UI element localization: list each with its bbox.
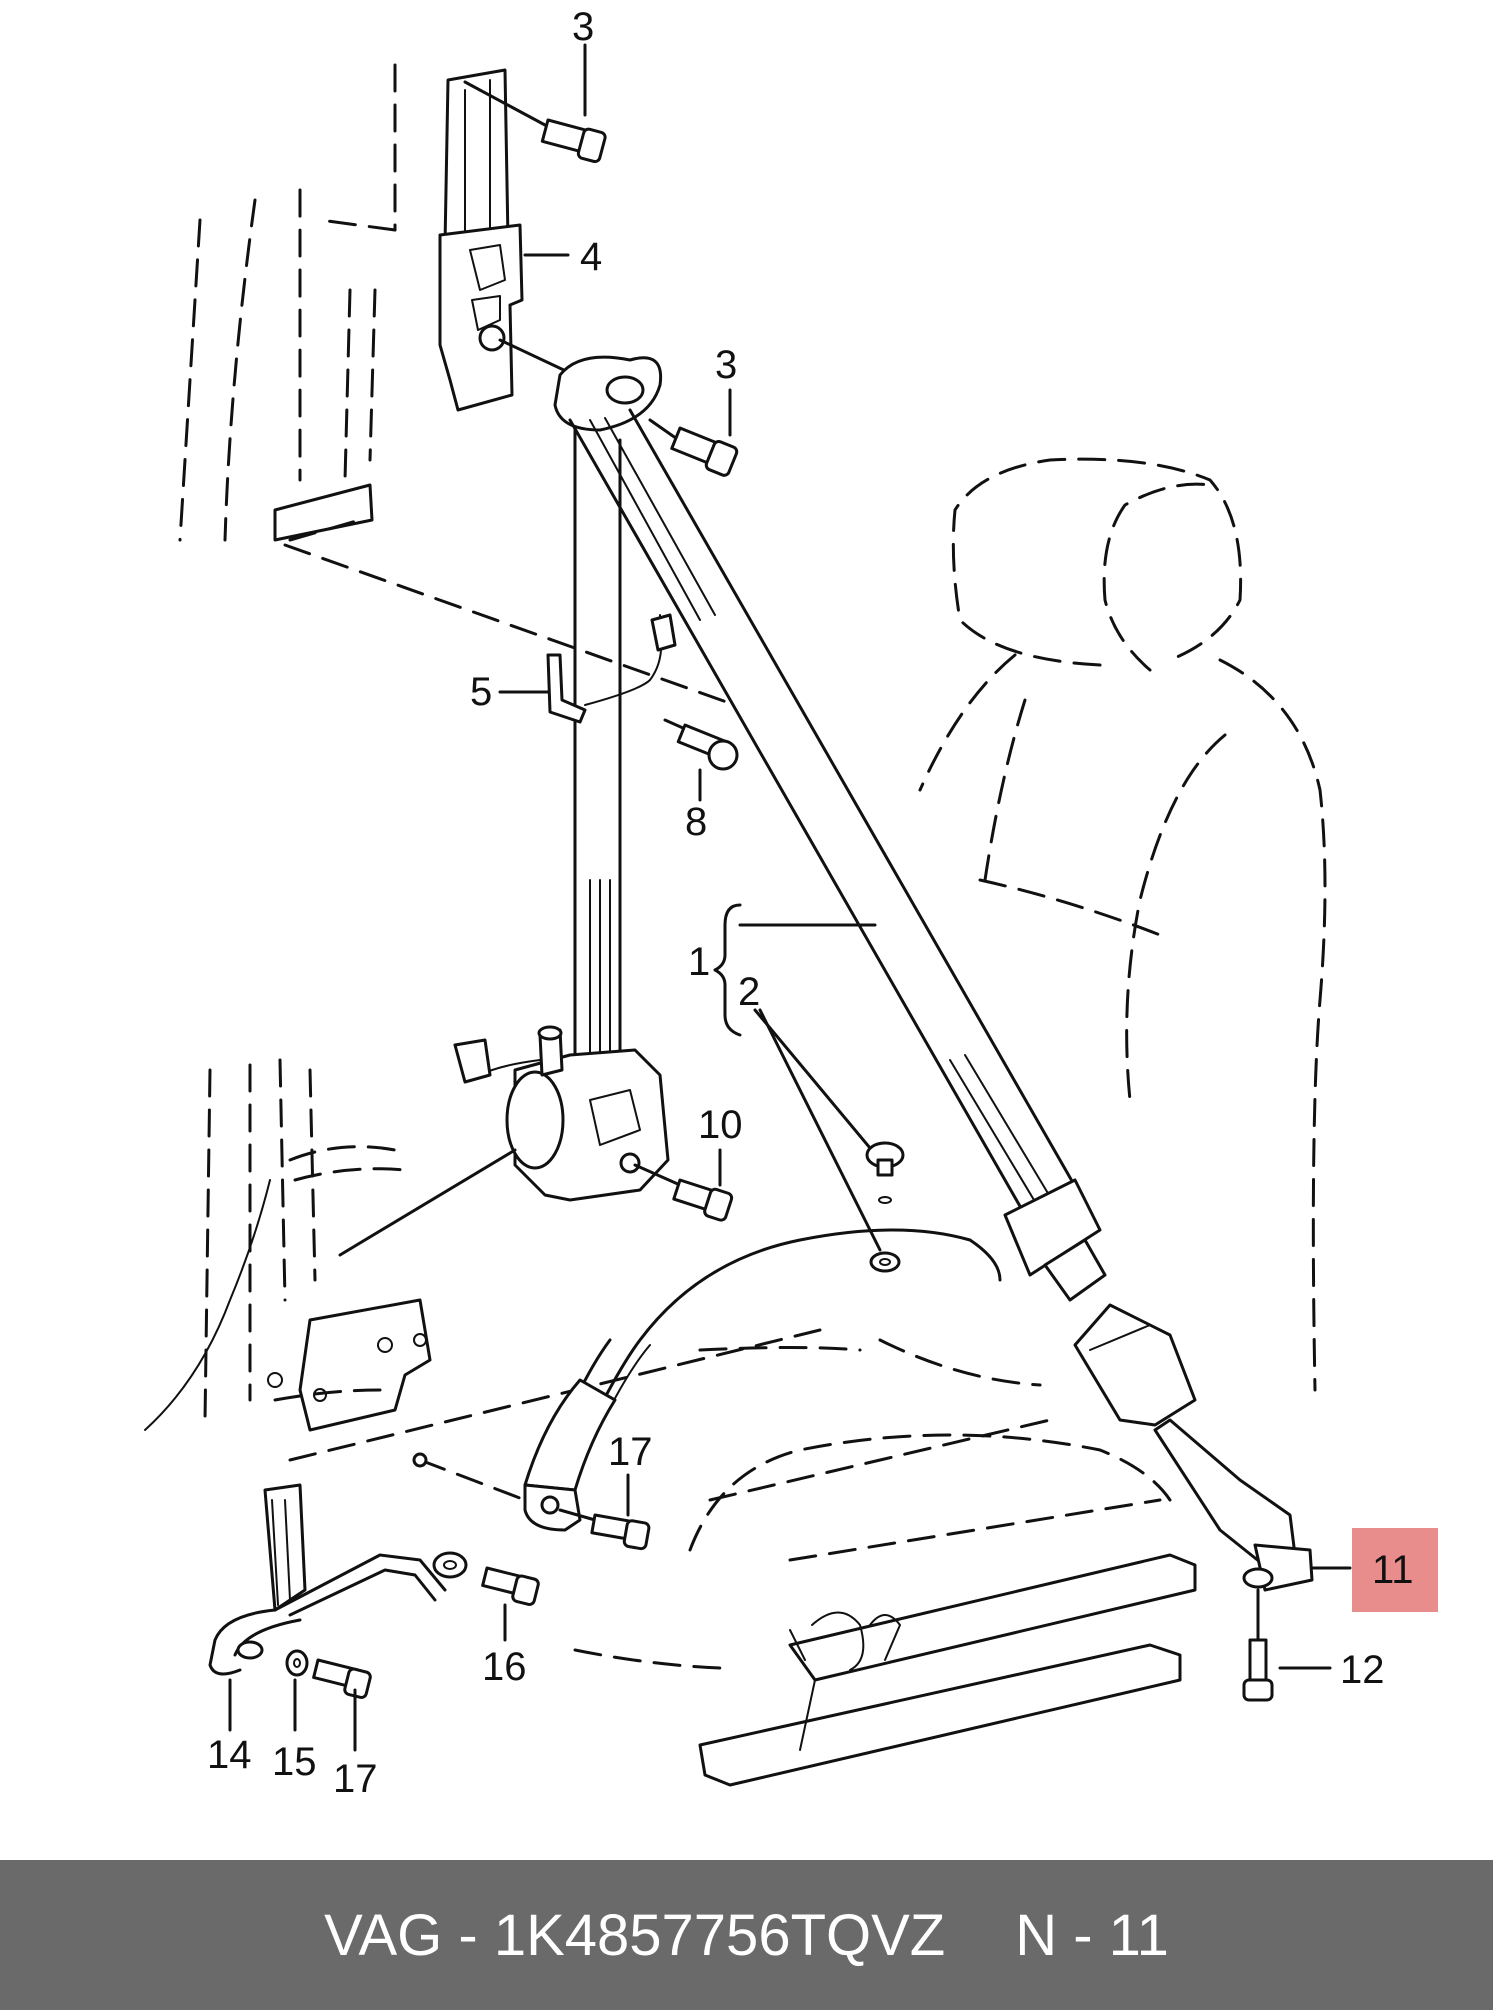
- callout-17-upper: 17: [608, 1430, 653, 1474]
- seat-outline: [288, 457, 1327, 1670]
- callout-17-lower: 17: [333, 1757, 378, 1801]
- lower-belt-strap: [412, 1228, 1002, 1532]
- leader-lines: [228, 43, 732, 1752]
- callout-9: 8: [685, 800, 707, 844]
- bracket-1: [713, 903, 877, 1037]
- callout-11: 11: [1372, 1548, 1414, 1592]
- body-pillar-outline: [178, 63, 737, 707]
- belt-webbing-diagonal: [568, 408, 1082, 1217]
- seat-rail: [698, 1553, 1197, 1787]
- callout-4: 4: [580, 235, 602, 279]
- footer-bar: VAG - 1K4857756TQVZ N - 11: [0, 1860, 1493, 2010]
- body-lower-outline: [144, 1058, 517, 1432]
- footer-reference: N - 11: [1015, 1902, 1169, 1968]
- bolt-12: [1242, 1588, 1332, 1702]
- buckle-assembly: [1073, 1303, 1352, 1592]
- screw-17-upper: [558, 1473, 651, 1551]
- lower-anchor-bar: [208, 1483, 468, 1676]
- callout-16: 16: [482, 1645, 527, 1689]
- callout-5: 3: [572, 5, 594, 49]
- belt-tongue: [1003, 1178, 1107, 1302]
- callout-14: 14: [207, 1733, 252, 1777]
- belt-retractor: [453, 1025, 682, 1202]
- washer-15: [285, 1649, 309, 1677]
- callout-3: 3: [715, 343, 737, 387]
- callout-15: 15: [272, 1740, 317, 1784]
- callout-1: 1: [688, 940, 710, 984]
- screw-10: [672, 1148, 734, 1222]
- height-adjuster-rail: [438, 68, 587, 412]
- callout-8: 5: [470, 670, 492, 714]
- screw-16: [481, 1566, 540, 1606]
- parts-diagram: 3 4 3 5 8 1 2 10 17 11 12 16 14 15 17: [144, 5, 1438, 1801]
- bracket-8: [498, 613, 677, 724]
- callout-11-highlight: [1352, 1528, 1438, 1612]
- screw-9: [663, 718, 739, 802]
- belt-d-ring: [553, 355, 702, 457]
- belt-webbing-vertical: [573, 428, 622, 1062]
- callout-12: 12: [1340, 1648, 1385, 1692]
- footer-part-number: VAG - 1K4857756TQVZ: [324, 1902, 946, 1968]
- callout-10: 10: [698, 1103, 743, 1147]
- screw-3: [670, 426, 739, 477]
- callout-2: 2: [738, 970, 760, 1014]
- screw-5: [463, 80, 607, 164]
- stud-2-and-washer: [753, 1008, 905, 1273]
- screw-17-lower: [312, 1658, 372, 1699]
- callout-labels: 3 4 3 5 8 1 2 10 17 11 12 16 14 15 17: [207, 5, 1414, 1801]
